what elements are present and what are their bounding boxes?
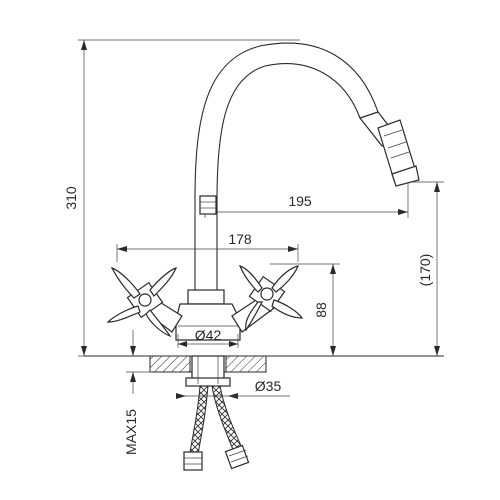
- left-valve-cap: [138, 293, 152, 307]
- left-handle-arm-down: [145, 309, 172, 338]
- dimension-body-88: 88: [270, 263, 340, 356]
- right-handle-arm-left: [238, 265, 263, 293]
- dimension-hole-35: Ø35: [176, 378, 290, 399]
- arrow-up-icon: [330, 264, 336, 274]
- arrow-left-icon: [228, 393, 238, 399]
- dimension-label-88: 88: [313, 302, 329, 318]
- arrow-down-icon: [434, 346, 440, 356]
- dimension-label-max15: MAX15: [123, 409, 139, 455]
- arrow-left-icon: [178, 341, 187, 347]
- body-top-ring: [187, 289, 225, 305]
- left-handle-arm-up: [110, 266, 141, 299]
- spout: [194, 42, 420, 290]
- right-valve-cap: [260, 287, 274, 301]
- right-handle-arm-down-right: [271, 299, 304, 319]
- mounting-nut: [185, 377, 231, 387]
- left-handle-arm-right: [149, 267, 178, 297]
- left-handle-arm-left: [106, 305, 141, 323]
- arrow-up-icon: [81, 40, 87, 50]
- dimension-base-42: Ø42: [177, 327, 239, 348]
- dimension-counter-max15: MAX15: [123, 330, 152, 455]
- dimension-height-310: 310: [63, 39, 300, 357]
- dimension-label-178: 178: [228, 231, 252, 247]
- left-hose-fitting: [183, 451, 203, 471]
- dimension-label-310: 310: [63, 186, 79, 210]
- spout-inner-contour: [216, 63, 361, 290]
- spout-collar: [199, 195, 217, 215]
- supply-hoses: [183, 385, 250, 471]
- countertop-section: [84, 355, 444, 387]
- arrow-down-icon: [330, 346, 336, 356]
- dimension-label-195: 195: [288, 193, 312, 209]
- arrow-right-icon: [288, 246, 298, 252]
- dimension-label-42: Ø42: [195, 327, 222, 343]
- arrow-right-icon: [229, 341, 238, 347]
- dimension-label-170: (170): [417, 254, 433, 287]
- arrow-up-icon: [434, 182, 440, 192]
- right-handle-arm-down-left: [245, 301, 263, 332]
- dimension-outlet-170: (170): [340, 181, 444, 357]
- dimension-label-35: Ø35: [255, 378, 282, 394]
- arrow-left-icon: [117, 246, 127, 252]
- right-handle-arm-right: [271, 265, 299, 293]
- arrow-right-icon: [176, 393, 186, 399]
- counter-right-section: [225, 355, 267, 373]
- arrow-down-icon: [130, 346, 136, 356]
- arrow-up-icon: [130, 372, 136, 382]
- spout-outer-contour: [194, 42, 379, 290]
- spray-outlet: [391, 165, 420, 187]
- counter-left-section: [149, 355, 191, 373]
- dimension-reach-195: 195: [204, 182, 409, 218]
- dimension-span-178: 178: [116, 231, 299, 262]
- arrow-down-icon: [81, 346, 87, 356]
- arrow-right-icon: [398, 209, 408, 215]
- faucet-body: [106, 265, 304, 341]
